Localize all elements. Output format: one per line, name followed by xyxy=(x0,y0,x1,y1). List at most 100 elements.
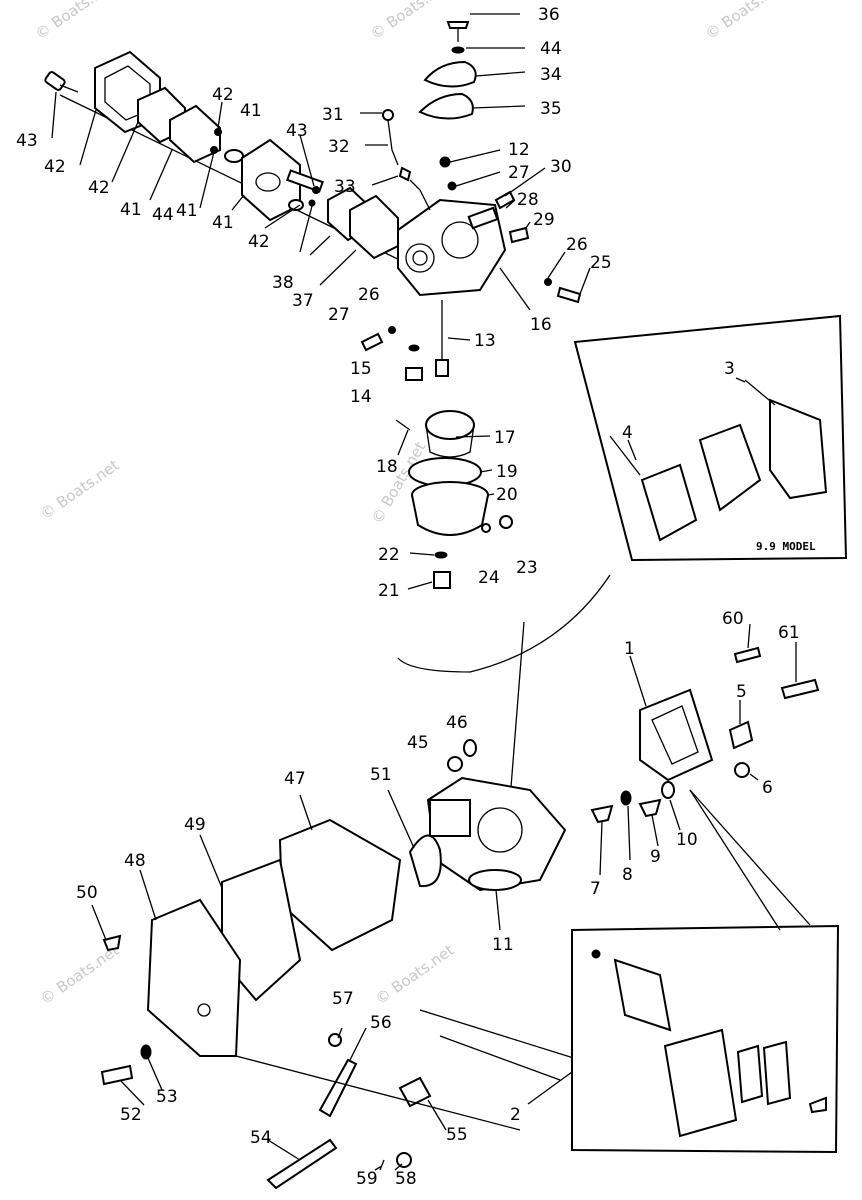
rod-33 xyxy=(387,119,399,166)
pump-body-43 xyxy=(241,138,324,222)
bushing-62 xyxy=(396,1152,412,1168)
callout-4: 4 xyxy=(622,423,633,443)
callout-60: 56 xyxy=(370,1013,392,1033)
screw-37 xyxy=(446,21,470,42)
float-chamber-20 xyxy=(411,481,489,536)
callout-11: 11 xyxy=(492,935,514,955)
callout-29: 28 xyxy=(517,190,539,210)
washer-57 xyxy=(140,1044,152,1060)
screw-9 xyxy=(638,798,662,818)
watermark: © Boats.net xyxy=(32,0,117,43)
callout-49: 45 xyxy=(407,733,429,753)
callout-25: 25 xyxy=(590,253,612,273)
watermark: © Boats.net xyxy=(37,941,122,1008)
lever-arm-60 xyxy=(318,1058,358,1118)
callout-19: 19 xyxy=(496,462,518,482)
screw-7 xyxy=(590,804,614,824)
callout-36: 35 xyxy=(540,99,562,119)
plug-14 xyxy=(405,367,423,381)
plug-10 xyxy=(661,781,675,799)
inset-reed-valve xyxy=(571,924,840,1154)
model-label: 9.9 MODEL xyxy=(756,540,816,553)
clip-32 xyxy=(382,109,394,121)
callout-48: 44 xyxy=(540,39,562,59)
watermark: © Boats.net xyxy=(702,0,787,43)
callout-15: 15 xyxy=(350,359,372,379)
pin-63 xyxy=(379,1159,385,1171)
callout-7: 7 xyxy=(590,879,601,899)
callout-24: 24 xyxy=(478,568,500,588)
callout-59: 55 xyxy=(446,1125,468,1145)
jet-28 xyxy=(447,181,457,191)
callout-64: 60 xyxy=(722,609,744,629)
silencer-51 xyxy=(278,818,402,952)
screw-27 xyxy=(360,332,384,352)
callout-1: 1 xyxy=(624,639,635,659)
callout-32: 31 xyxy=(322,105,344,125)
callout-22: 22 xyxy=(378,545,400,565)
jet-12 xyxy=(439,156,451,168)
gasket-22 xyxy=(434,551,448,559)
nut-6 xyxy=(734,762,750,778)
cover-36 xyxy=(418,92,474,120)
callout-6: 6 xyxy=(762,778,773,798)
callout-55: 51 xyxy=(370,765,392,785)
callout-58: 54 xyxy=(250,1128,272,1148)
diaphragm-44 xyxy=(169,104,221,164)
callout-2: 2 xyxy=(510,1105,521,1125)
screw-25 xyxy=(556,286,582,304)
nut-49 xyxy=(447,756,463,772)
part-shapes: 9.9 MODEL xyxy=(44,21,848,1190)
stud-64 xyxy=(733,646,762,664)
cover-35 xyxy=(423,60,477,88)
callout-16: 16 xyxy=(530,315,552,335)
callout-3: 3 xyxy=(724,359,735,379)
spring-26a xyxy=(544,278,552,286)
watermark: © Boats.net xyxy=(37,456,122,523)
callout-38: 37 xyxy=(292,291,314,311)
callout-30: 29 xyxy=(533,210,555,230)
callout-62: 58 xyxy=(395,1169,417,1189)
spring-26b xyxy=(388,326,396,334)
screw-54 xyxy=(102,934,122,952)
callout-labels: 36 44 34 35 31 32 33 12 27 30 28 29 26 2… xyxy=(16,5,800,1189)
plate-5 xyxy=(728,720,754,750)
callout-45: 42 xyxy=(88,178,110,198)
inset-9-9-model: 9.9 MODEL xyxy=(573,314,848,562)
hose-line xyxy=(397,574,611,673)
callout-34: 33 xyxy=(334,177,356,197)
callout-26-left: 26 xyxy=(358,285,380,305)
callout-37: 36 xyxy=(538,5,560,25)
callout-14: 14 xyxy=(350,387,372,407)
callout-65: 61 xyxy=(778,623,800,643)
callout-53: 49 xyxy=(184,815,206,835)
bolt-56 xyxy=(100,1064,134,1086)
screw-29 xyxy=(494,190,516,210)
carburetor-assembly-11 xyxy=(426,776,567,892)
callout-8: 8 xyxy=(622,865,633,885)
spring-34 xyxy=(398,166,412,182)
washer-15 xyxy=(408,344,420,352)
washer-8 xyxy=(620,790,632,806)
bolt-47 xyxy=(44,71,79,93)
callout-63: 59 xyxy=(356,1169,378,1189)
check-valve-41a xyxy=(214,128,222,136)
pin-18 xyxy=(395,419,411,431)
callout-23: 23 xyxy=(516,558,538,578)
drain-screw-21 xyxy=(433,571,451,589)
carburetor-body-16 xyxy=(397,179,507,297)
screw-23 xyxy=(499,515,513,529)
callout-43: 41 xyxy=(176,201,198,221)
callout-39: 38 xyxy=(272,273,294,293)
check-valve-41b xyxy=(308,199,316,207)
leader-lines xyxy=(51,13,797,1171)
needle-valve-13 xyxy=(435,300,449,377)
washer-50 xyxy=(463,739,477,757)
callout-13: 13 xyxy=(474,331,496,351)
callout-52: 48 xyxy=(124,851,146,871)
callout-56: 52 xyxy=(120,1105,142,1125)
washer-24 xyxy=(481,523,491,533)
float-17 xyxy=(425,410,475,458)
callout-57: 53 xyxy=(156,1087,178,1107)
